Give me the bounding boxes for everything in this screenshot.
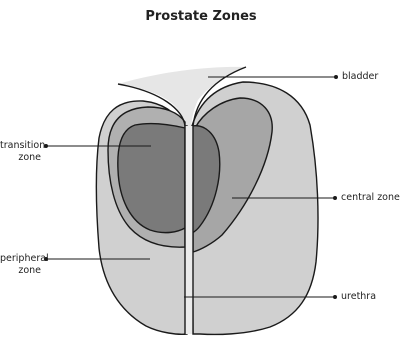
peripheral-zone-label: peripheral zone [0, 253, 41, 277]
peripheral-zone-label-line1: peripheral [0, 253, 41, 265]
central-zone-leader-dot [333, 196, 337, 200]
bladder-leader-dot [334, 75, 338, 79]
urethra-shape [185, 126, 193, 334]
transition-zone-label-line1: transition [0, 140, 41, 152]
bladder-label: bladder [342, 71, 378, 83]
urethra-label: urethra [341, 291, 376, 303]
peripheral-zone-label-line2: zone [0, 265, 41, 277]
central-zone-label: central zone [341, 192, 400, 204]
urethra-leader-dot [333, 295, 337, 299]
transition-zone-label-line2: zone [0, 152, 41, 164]
transition-zone-label: transition zone [0, 140, 41, 164]
